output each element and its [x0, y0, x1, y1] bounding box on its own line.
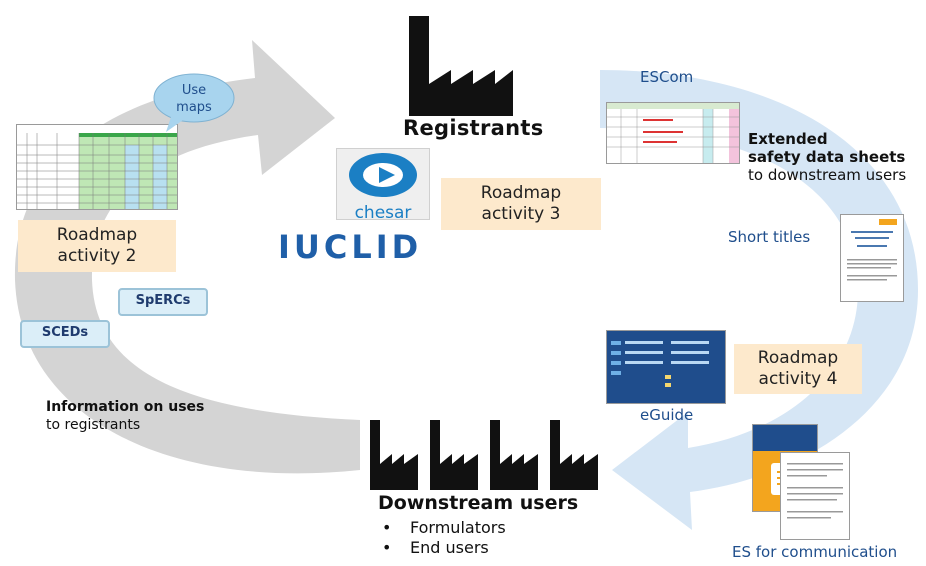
eguide-label: eGuide: [640, 406, 694, 424]
extended-sds-bold-2: safety data sheets: [748, 148, 906, 166]
downstream-factories-icon: [370, 420, 598, 490]
escom-thumbnail: [606, 102, 740, 164]
extended-sds-normal: to downstream users: [748, 166, 907, 184]
downstream-user-item: Formulators: [382, 518, 506, 538]
sceds-tag: SCEDs: [20, 320, 110, 348]
roadmap-2-line1: Roadmap: [56, 225, 138, 245]
roadmap-2-line2: activity 2: [57, 246, 137, 266]
information-on-uses-normal: to registrants: [46, 417, 141, 433]
eguide-screen-icon: [607, 331, 725, 403]
use-map-spreadsheet-thumbnail: [16, 124, 178, 210]
es-for-communication-label: ES for communication: [732, 543, 898, 561]
factory-icon: [409, 16, 513, 116]
roadmap-activity-3: Roadmap activity 3: [441, 178, 601, 230]
sperc-tag: SpERCs: [118, 288, 208, 316]
chesar-logo: chesar: [336, 148, 430, 223]
roadmap-3-line2: activity 3: [481, 204, 561, 224]
eguide-thumbnail: [606, 330, 726, 404]
registrants-label: Registrants: [403, 116, 544, 140]
roadmap-4-line1: Roadmap: [757, 348, 839, 368]
short-titles-label: Short titles: [728, 228, 811, 246]
use-maps-bubble: Use maps: [160, 82, 228, 116]
speech-bubble-icon: [153, 73, 235, 132]
downstream-users-list: Formulators End users: [382, 518, 506, 558]
downstream-user-item: End users: [382, 538, 506, 558]
use-maps-line2: maps: [176, 100, 212, 115]
document-icon: [847, 219, 897, 281]
escom-label: ESCom: [640, 68, 694, 86]
chesar-label: chesar: [354, 203, 412, 223]
downstream-users-title: Downstream users: [378, 492, 579, 514]
iuclid-logo: IUCLID: [278, 228, 423, 266]
roadmap-4-line2: activity 4: [758, 369, 838, 389]
roadmap-3-line1: Roadmap: [480, 183, 562, 203]
use-maps-line1: Use: [181, 83, 207, 98]
chesar-c-icon: [349, 153, 417, 197]
information-on-uses-bold: Information on uses: [46, 399, 205, 415]
extended-sds-bold-1: Extended: [748, 130, 828, 148]
escom-sheet-icon: [607, 103, 739, 163]
spreadsheet-icon: [17, 133, 177, 209]
information-on-uses: Information on uses to registrants: [46, 398, 204, 434]
extended-sds-text: Extended safety data sheets to downstrea…: [748, 130, 906, 184]
roadmap-activity-4: Roadmap activity 4: [734, 344, 862, 394]
page-icon: [787, 463, 843, 519]
blue-cycle-arrow: [600, 70, 918, 530]
roadmap-activity-2: Roadmap activity 2: [18, 220, 176, 272]
short-titles-document-thumbnail: [840, 214, 904, 302]
es-communication-page: [780, 452, 850, 540]
